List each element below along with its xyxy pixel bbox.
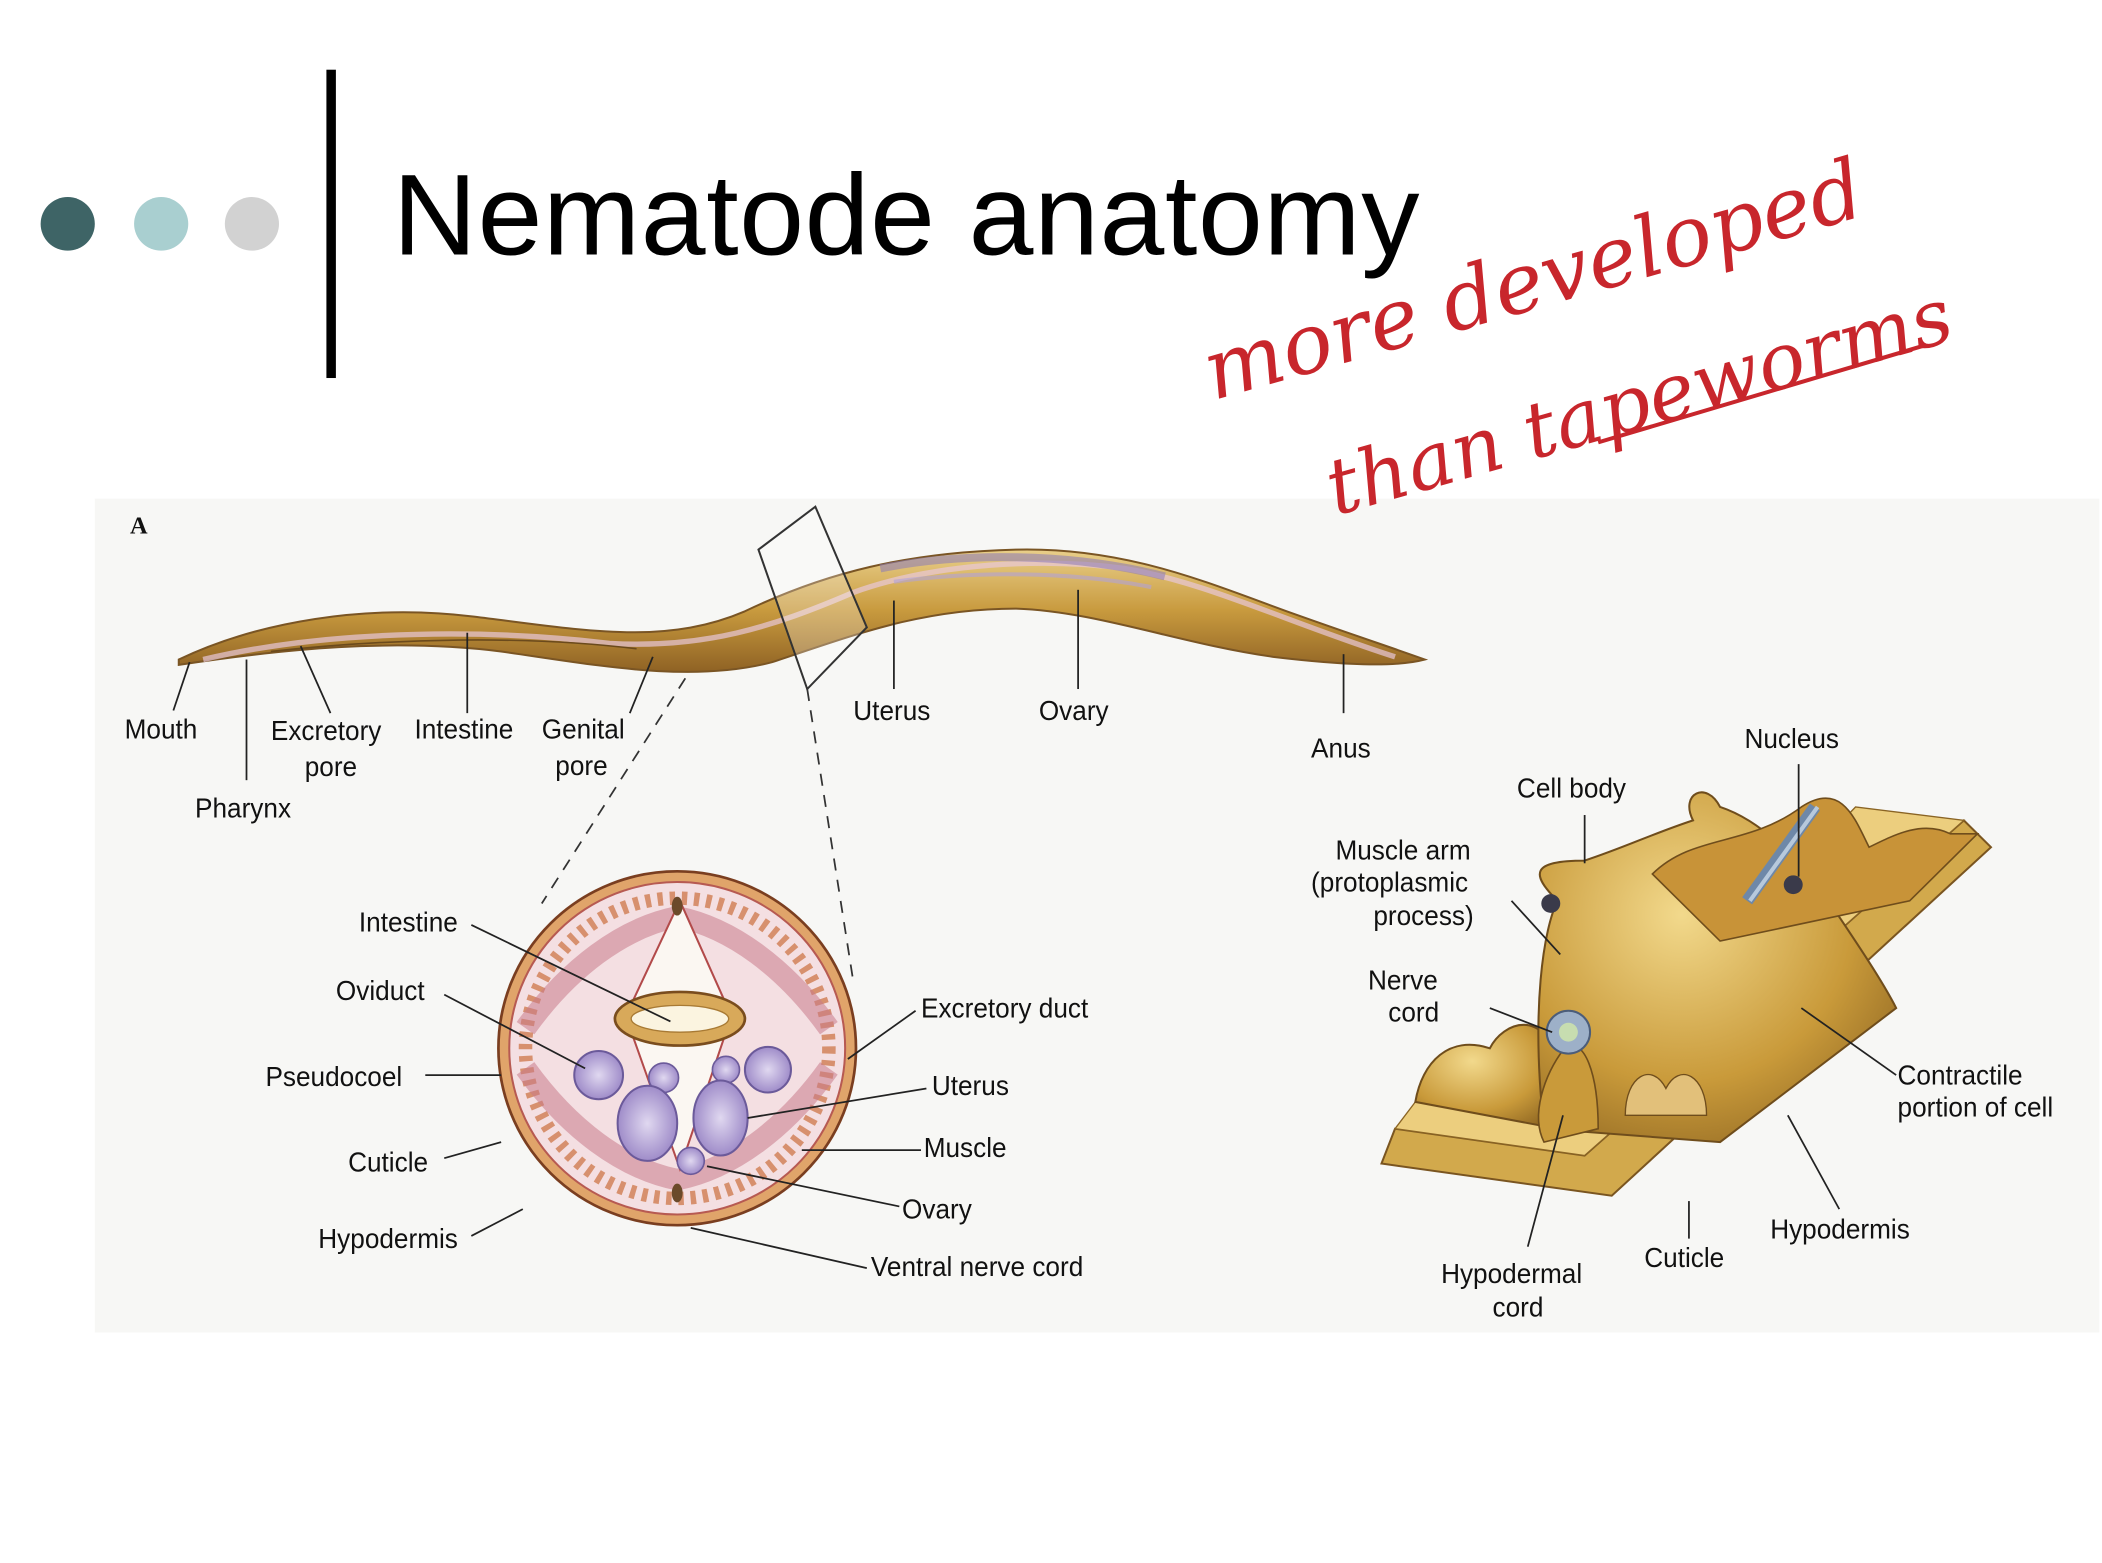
label-ovary-worm: Ovary xyxy=(1038,695,1109,727)
label-nucleus: Nucleus xyxy=(1744,723,1840,755)
label-nerve-cord-1: Nerve xyxy=(1367,965,1438,996)
label-contractile-2: portion of cell xyxy=(1897,1092,2054,1124)
label-hypodermal-cord-1: Hypodermal xyxy=(1441,1258,1583,1290)
page-title: Nematode anatomy xyxy=(392,151,1421,281)
section-plane xyxy=(757,505,869,691)
label-hypodermis-cell: Hypodermis xyxy=(1770,1214,1910,1246)
label-intestine-cs: Intestine xyxy=(358,907,458,939)
label-genital-pore-2: pore xyxy=(555,750,608,782)
label-hypodermis-cs: Hypodermis xyxy=(318,1223,458,1255)
label-pseudocoel: Pseudocoel xyxy=(265,1061,403,1093)
cross-section xyxy=(497,869,858,1227)
label-anus: Anus xyxy=(1311,733,1371,765)
label-hypodermal-cord-2: cord xyxy=(1492,1292,1544,1324)
title-divider xyxy=(326,69,336,379)
label-muscle-arm-3: process) xyxy=(1373,900,1474,932)
label-excretory-pore-2: pore xyxy=(304,752,358,783)
bullet-dot-dark xyxy=(40,197,95,251)
label-oviduct: Oviduct xyxy=(335,975,425,1007)
panel-letter: A xyxy=(130,513,148,540)
label-cell-body: Cell body xyxy=(1516,773,1627,805)
label-mouth: Mouth xyxy=(124,714,198,746)
nematode-illustration: A xyxy=(130,505,1993,1269)
bullet-dot-teal xyxy=(134,197,189,251)
label-genital-pore-1: Genital xyxy=(541,714,625,746)
nematode-figure: A xyxy=(94,498,2100,1333)
bullet-dot-gray xyxy=(224,197,280,251)
label-ovary-cs: Ovary xyxy=(902,1194,972,1226)
label-cuticle-cell: Cuticle xyxy=(1644,1242,1725,1274)
label-nerve-cord-2: cord xyxy=(1388,997,1440,1029)
label-pharynx: Pharynx xyxy=(195,793,292,825)
label-ventral-nerve-cord: Ventral nerve cord xyxy=(870,1252,1084,1283)
label-contractile-1: Contractile xyxy=(1897,1060,2023,1092)
label-excretory-duct: Excretory duct xyxy=(920,993,1089,1025)
label-uterus-worm: Uterus xyxy=(853,695,931,727)
label-muscle-arm-1: Muscle arm xyxy=(1335,835,1471,866)
label-excretory-pore-1: Excretory xyxy=(270,715,382,747)
label-muscle: Muscle xyxy=(923,1132,1007,1164)
label-cuticle-cs: Cuticle xyxy=(348,1147,429,1179)
label-intestine-worm: Intestine xyxy=(414,714,514,746)
muscle-cell xyxy=(1380,791,1993,1197)
label-uterus-cs: Uterus xyxy=(931,1071,1009,1102)
label-muscle-arm-2: (protoplasmic xyxy=(1311,867,1469,899)
